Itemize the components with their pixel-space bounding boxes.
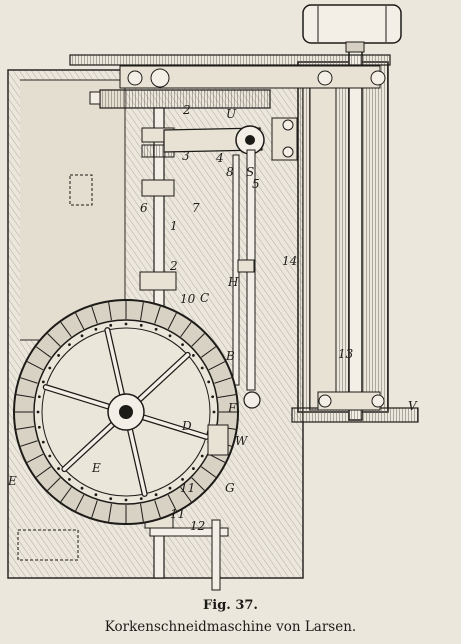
label-n11b: 11 [170, 507, 185, 521]
label-n3: 3 [182, 149, 190, 163]
label-n4: 4 [215, 151, 224, 165]
label-B: B [225, 349, 235, 363]
label-n8: 8 [226, 165, 234, 179]
label-n14: 14 [282, 254, 297, 268]
feed-table [291, 391, 419, 423]
right-column [297, 49, 389, 421]
label-n10: 10 [180, 292, 196, 306]
label-E: E [7, 474, 17, 488]
label-n6: 6 [140, 201, 148, 215]
lever-arm [163, 117, 298, 161]
figure-number: Fig. 37. [203, 598, 258, 613]
label-D: D [181, 419, 192, 433]
lower-mechanism [17, 174, 229, 591]
label-C: C [200, 291, 209, 305]
connecting-rods [232, 149, 261, 409]
drive-belt [69, 54, 391, 89]
figure-title: Korkenschneidmaschine von Larsen. [104, 619, 357, 635]
top-pulley [302, 4, 402, 53]
machine-engraving: U 2 3 4 8 S 5 6 7 1 2 H 14 10 C 13 B F V… [7, 4, 419, 591]
label-U: U [226, 107, 237, 121]
label-n2b: 2 [169, 259, 178, 273]
label-S: S [246, 165, 254, 179]
label-n12: 12 [190, 519, 205, 533]
label-n1: 1 [170, 219, 178, 233]
label-n7: 7 [192, 201, 200, 215]
label-V: V [408, 399, 418, 413]
label-G: G [225, 481, 235, 495]
label-W: W [235, 434, 249, 448]
label-F: F [227, 401, 237, 415]
cutter-wheel [13, 299, 239, 525]
label-n11: 11 [180, 481, 195, 495]
cross-beam [89, 89, 271, 109]
label-E-inner: E [91, 461, 101, 475]
label-n2: 2 [182, 103, 191, 117]
label-n13: 13 [338, 347, 354, 361]
part-labels: U 2 3 4 8 S 5 6 7 1 2 H 14 10 C 13 B F V… [7, 103, 418, 533]
label-n5: 5 [252, 177, 260, 191]
label-H: H [227, 275, 239, 289]
